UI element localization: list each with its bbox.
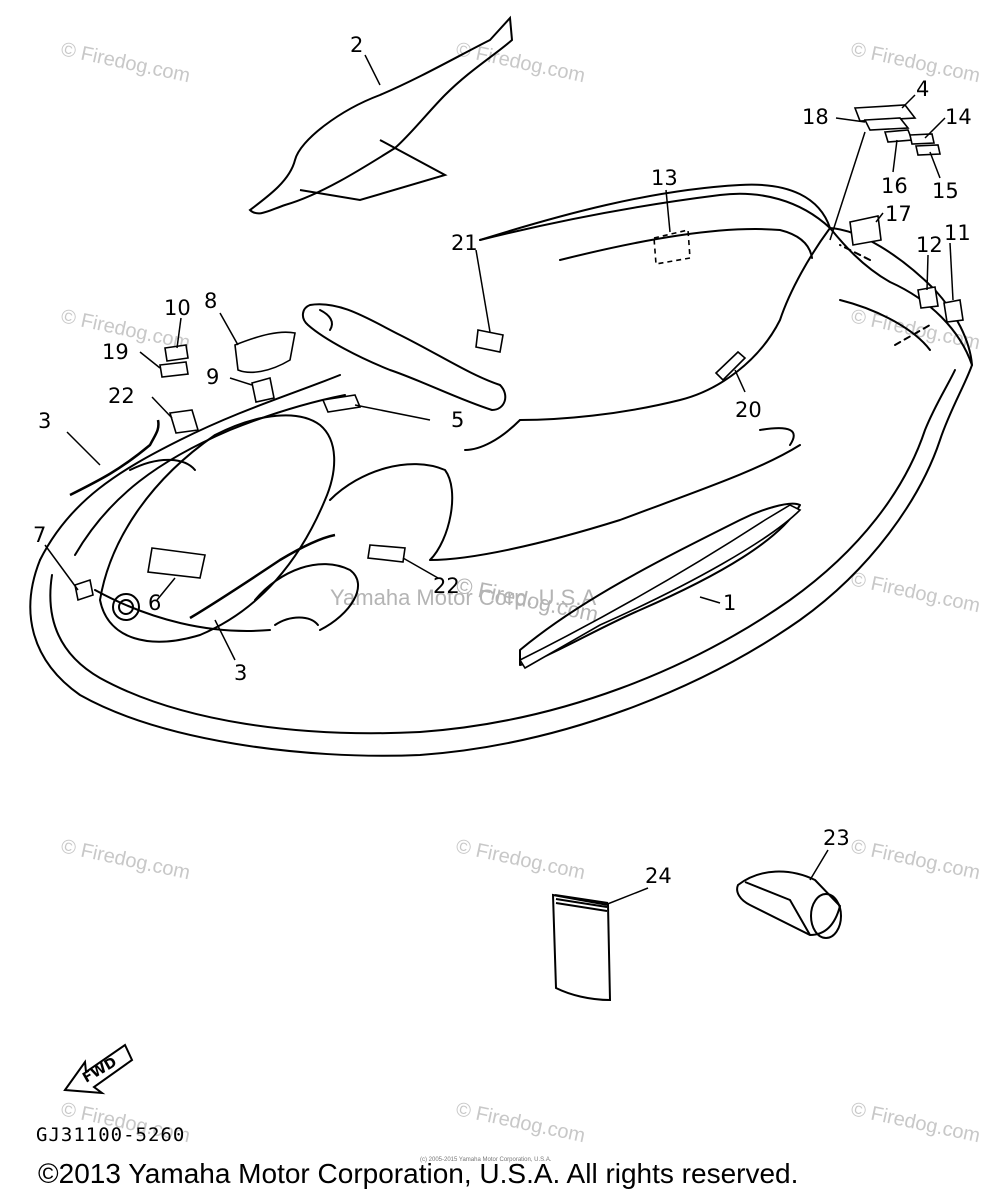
callout-16: 16 — [881, 174, 908, 198]
leader-lines — [44, 54, 954, 906]
callout-17: 17 — [885, 202, 912, 226]
decal-5 — [321, 394, 362, 413]
decal-7 — [74, 578, 94, 602]
seat-mat-part-2 — [248, 15, 514, 215]
callout-24: 24 — [645, 864, 672, 888]
decal-21 — [475, 329, 504, 353]
part-23-tool-bag — [736, 870, 842, 939]
decal-16 — [883, 129, 914, 143]
callout-10: 10 — [164, 296, 191, 320]
callout-4: 4 — [916, 77, 929, 101]
callout-14: 14 — [945, 105, 972, 129]
callout-19: 19 — [102, 340, 129, 364]
watermark: © Firedog.com — [849, 1098, 982, 1147]
callout-21: 21 — [451, 231, 478, 255]
center-watermark: Yamaha Motor Corp. U.S.A — [330, 585, 596, 610]
callout-5: 5 — [451, 408, 464, 432]
callout-12: 12 — [916, 233, 943, 257]
watermark: © Firedog.com — [849, 835, 982, 884]
callout-9: 9 — [206, 365, 219, 389]
callout-8: 8 — [204, 289, 217, 313]
callout-labels: 1 2 3 3 4 5 6 7 8 9 10 11 12 13 14 15 16… — [33, 33, 972, 888]
watermark: © Firedog.com — [59, 835, 192, 884]
callout-22-upper: 22 — [108, 384, 135, 408]
decal-9 — [251, 376, 275, 403]
decal-22-upper — [168, 409, 200, 434]
watermark: © Firedog.com — [59, 38, 192, 87]
decal-22-lower — [367, 544, 406, 563]
callout-6: 6 — [148, 591, 161, 615]
decals — [69, 104, 964, 670]
callout-22-lower: 22 — [433, 574, 460, 598]
decal-3-lower-logo — [189, 533, 336, 620]
part-24-manual — [551, 893, 612, 1002]
watermark: © Firedog.com — [454, 835, 587, 884]
callout-1: 1 — [723, 591, 736, 615]
fwd-arrow-icon: FWD — [63, 1043, 134, 1095]
decal-10 — [164, 344, 189, 362]
callout-23: 23 — [823, 826, 850, 850]
callout-3-lower: 3 — [234, 661, 247, 685]
copyright-notice: ©2013 Yamaha Motor Corporation, U.S.A. A… — [38, 1158, 799, 1189]
callout-18: 18 — [802, 105, 829, 129]
decal-19 — [159, 361, 189, 378]
watermark: © Firedog.com — [454, 1098, 587, 1147]
tiny-copyright: (c) 2005-2015 Yamaha Motor Corporation, … — [420, 1157, 552, 1163]
callout-11: 11 — [944, 221, 971, 245]
drawing-code: GJ31100-5260 — [36, 1124, 186, 1146]
decal-3-upper-logo — [69, 419, 160, 497]
decal-18 — [863, 117, 910, 131]
decal-6 — [147, 547, 206, 579]
decal-20 — [714, 350, 747, 382]
callout-3-upper: 3 — [38, 409, 51, 433]
callout-15: 15 — [932, 179, 959, 203]
center-watermark-firedog: © Firedog.com — [454, 572, 601, 627]
decal-11 — [943, 299, 964, 323]
watermarks: © Firedog.com © Firedog.com © Firedog.co… — [59, 38, 982, 1147]
decal-1-side-stripe — [518, 504, 802, 670]
decal-17 — [849, 215, 882, 246]
watermark: © Firedog.com — [454, 38, 587, 87]
callout-20: 20 — [735, 398, 762, 422]
jet-ski-hull — [29, 183, 973, 757]
decal-12 — [917, 286, 939, 309]
decal-14 — [909, 133, 935, 145]
callout-13: 13 — [651, 166, 678, 190]
callout-2: 2 — [350, 33, 363, 57]
watermark: © Firedog.com — [849, 568, 982, 617]
decal-8 — [234, 331, 296, 374]
decal-15 — [915, 144, 941, 156]
decal-4 — [853, 104, 917, 122]
callout-7: 7 — [33, 523, 46, 547]
